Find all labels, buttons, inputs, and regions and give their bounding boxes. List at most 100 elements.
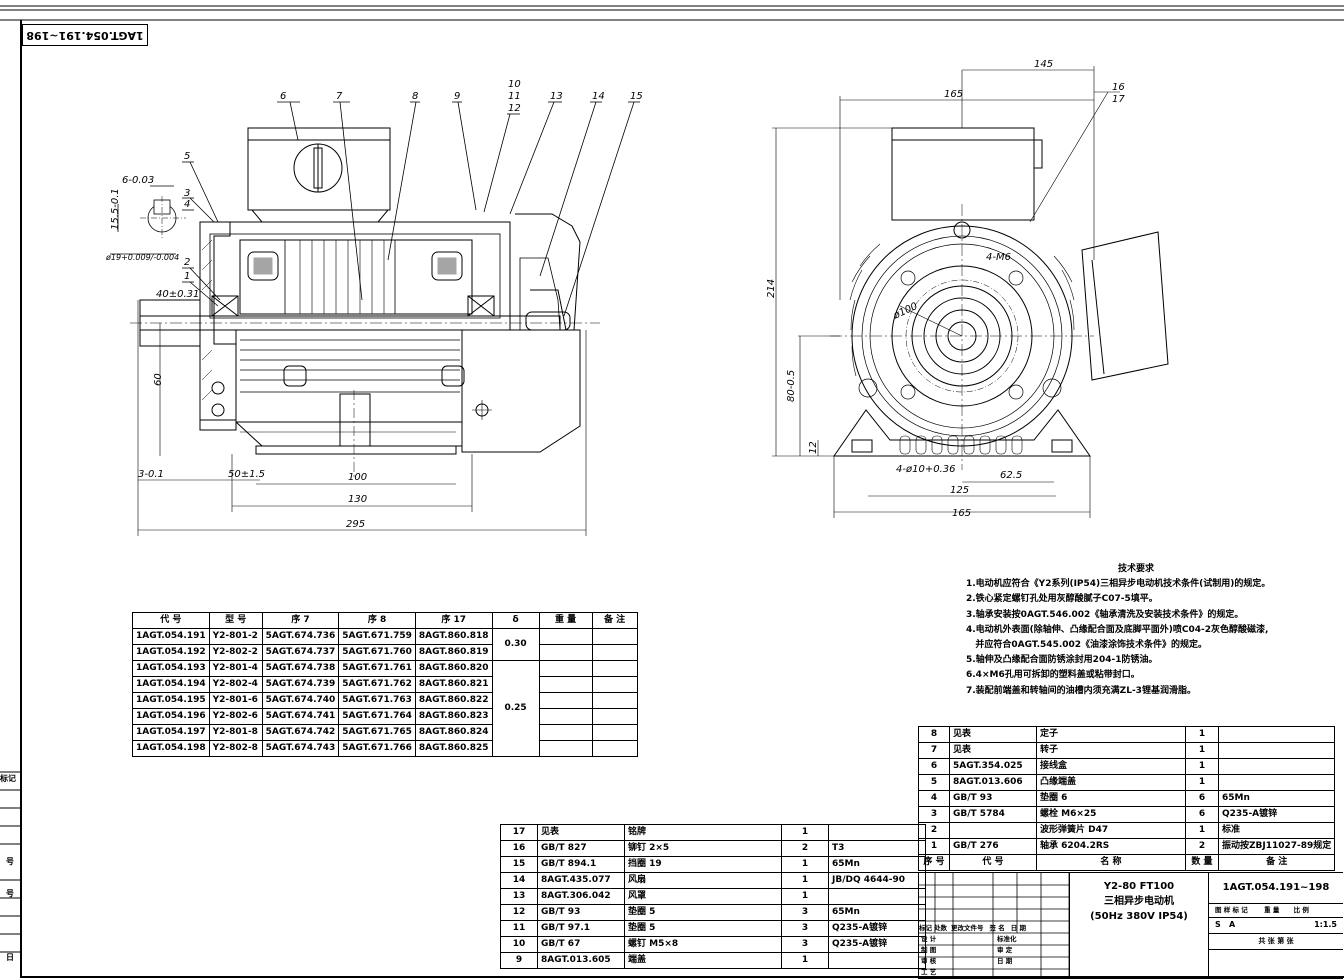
dim-axis-height-left: 60 — [153, 373, 164, 386]
sign-mid: 标准化 审 定 日 期 — [997, 935, 1017, 965]
stage-values: S A 1:1.5 — [1209, 917, 1343, 934]
bom-h-qty: 数 量 — [1185, 854, 1219, 871]
revision-labels: 标记处数更改文件号签 名日 期 — [919, 924, 1027, 932]
balloon-1: 1 — [184, 271, 190, 282]
dim-shaft-extension: 40±0.31 — [156, 289, 199, 300]
dim-foot-spacing-100: 100 — [348, 472, 367, 483]
edge-label-date: 日 — [6, 953, 14, 962]
product-name: 三相异步电动机 — [1104, 896, 1174, 907]
col-seq17: 序 17 — [414, 612, 493, 629]
note-7: 7.装配前端盖和转轴间的油槽内须充满ZL-3锂基润滑脂。 — [966, 685, 1196, 696]
delta-value-b: 0.25 — [491, 660, 540, 757]
dim-foot-height: 12 — [808, 441, 819, 454]
stage-label: 图 样 标 记 — [1215, 906, 1248, 914]
balloon-5: 5 — [184, 151, 190, 162]
balloon-17: 17 — [1112, 94, 1125, 105]
note-5: 5.轴伸及凸缘配合面防锈涂封用204-1防锈油。 — [966, 655, 1158, 666]
edge-label-no-1: 号 — [6, 857, 14, 866]
balloon-11: 11 — [508, 91, 521, 102]
sign-roles: 设 计 制 图 审 核 工 艺 — [921, 935, 937, 976]
balloon-10: 10 — [508, 79, 521, 90]
balloon-7: 7 — [336, 91, 343, 102]
dim-foot-spacing-125: 125 — [950, 485, 969, 496]
col-model: 型 号 — [208, 612, 263, 629]
product-model: Y2-80 FT100 — [1103, 881, 1175, 892]
dim-key-width: 6-0.03 — [122, 175, 154, 186]
note-4b: 并应符合0AGT.545.002《油漆涂饰技术条件》的规定。 — [966, 640, 1208, 651]
weight-label: 重 量 — [1264, 906, 1280, 914]
variants-table: 代 号 型 号 序 7 序 8 序 17 δ 重 量 备 注 1AGT.054.… — [132, 612, 638, 757]
drawing-number-stamp: 1AGT.054.191~198 — [22, 24, 148, 46]
dim-overall-length: 295 — [346, 519, 365, 530]
section-view — [130, 127, 600, 480]
balloon-13: 13 — [550, 91, 563, 102]
col-remark: 备 注 — [591, 612, 638, 629]
dim-width-145: 145 — [1034, 59, 1053, 70]
bom-h-remark: 备 注 — [1217, 854, 1336, 871]
balloon-12: 12 — [508, 103, 521, 114]
balloon-labels-left: 1 2 3 4 5 6 7 8 9 10 11 12 13 14 15 — [184, 79, 643, 282]
dimension-text-left: 6-0.03 15.5-0.1 ø19+0.009/-0.004 40±0.31… — [105, 175, 367, 530]
stage-row: 图 样 标 记 重 量 比 例 — [1209, 903, 1343, 918]
note-3: 3.轴承安装按0AGT.546.002《轴承清洗及安装技术条件》的规定。 — [966, 609, 1244, 620]
col-seq7: 序 7 — [261, 612, 340, 629]
balloon-4: 4 — [184, 199, 190, 210]
col-seq8: 序 8 — [338, 612, 416, 629]
balloon-9: 9 — [454, 91, 460, 102]
dimension-lines-left — [137, 299, 587, 536]
dimension-lines-right — [772, 66, 1120, 518]
title-block: 标记处数更改文件号签 名日 期 设 计 制 图 审 核 工 艺 标准化 审 定 … — [918, 872, 1343, 979]
end-view — [830, 127, 1169, 470]
note-6: 6.4×M6孔用可拆卸的塑料盖或粘带封口。 — [966, 670, 1140, 681]
balloon-8: 8 — [412, 91, 418, 102]
balloon-15: 15 — [630, 91, 643, 102]
bom-h-name: 名 称 — [1036, 854, 1186, 871]
notes-title: 技术要求 — [1117, 564, 1154, 574]
stage-a: A — [1229, 920, 1236, 929]
balloon-14: 14 — [592, 91, 605, 102]
delta-value-a: 0.30 — [491, 628, 540, 661]
note-1: 1.电动机应符合《Y2系列(IP54)三相异步电动机技术条件(试制用)的规定。 — [966, 579, 1271, 590]
dim-shaft-dia: ø19+0.009/-0.004 — [105, 253, 179, 262]
col-delta: δ — [491, 612, 540, 629]
dim-key-depth: 15.5-0.1 — [110, 188, 121, 230]
technical-requirements: 技术要求 1.电动机应符合《Y2系列(IP54)三相异步电动机技术条件(试制用)… — [966, 562, 1270, 699]
scale-label: 比 例 — [1293, 906, 1309, 914]
product-spec: (50Hz 380V IP54) — [1090, 911, 1188, 922]
balloon-3: 3 — [184, 188, 190, 199]
dim-half-spacing: 62.5 — [1000, 470, 1022, 481]
shaft-section-detail — [110, 185, 186, 255]
dim-overall-height: 214 — [766, 279, 777, 298]
dim-foot-offset: 50±1.5 — [228, 469, 265, 480]
revision-grid: 标记处数更改文件号签 名日 期 设 计 制 图 审 核 工 艺 标准化 审 定 … — [919, 873, 1069, 978]
drawing-number-cell: 1AGT.054.191~198 — [1209, 873, 1343, 904]
sheet-frame — [0, 5, 1344, 978]
dim-foot-holes: 4-ø10+0.36 — [896, 464, 955, 475]
dim-foot-width-165: 165 — [952, 508, 971, 519]
balloon-16: 16 — [1112, 82, 1125, 93]
